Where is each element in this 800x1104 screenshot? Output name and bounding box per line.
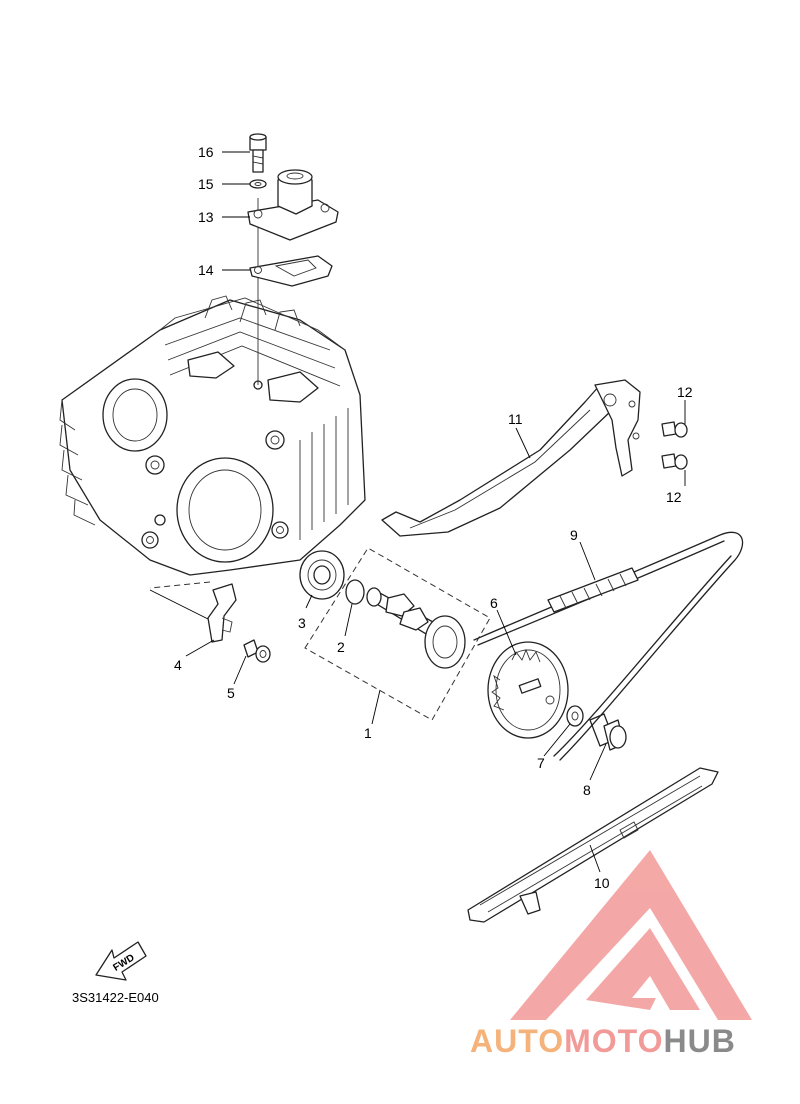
callout-9: 9: [570, 527, 578, 543]
callout-14: 14: [198, 262, 214, 278]
bolt-8: [589, 713, 627, 751]
callout-12-lower: 12: [666, 489, 682, 505]
callout-1: 1: [364, 725, 372, 741]
forward-arrow-icon: FWD: [95, 941, 147, 981]
callout-numbers: 16 15 13 14 11 12 12 9 6 3 2 4 5 1 7 8 1…: [174, 144, 693, 891]
sprocket-6: [487, 641, 569, 739]
callout-2: 2: [337, 639, 345, 655]
washer-7: [566, 705, 584, 727]
callout-5: 5: [227, 685, 235, 701]
o-ring-2: [345, 579, 365, 605]
callout-11: 11: [508, 411, 523, 427]
tensioner-13: [247, 169, 339, 241]
callout-15: 15: [198, 176, 214, 192]
callout-8: 8: [583, 782, 591, 798]
callout-4: 4: [174, 657, 182, 673]
automotohub-logo-triangle: [510, 850, 752, 1020]
bolt-12-upper: [661, 421, 688, 438]
callout-13: 13: [198, 209, 214, 225]
guide-plate-4: [207, 583, 237, 643]
watermark-moto: MOTO: [564, 1023, 663, 1059]
watermark-brand: AUTOMOTOHUB: [470, 1023, 736, 1059]
gasket-14: [249, 255, 333, 287]
automotohub-watermark: AUTOMOTOHUB: [470, 850, 752, 1059]
chain-guide-10: [467, 767, 719, 923]
cylinder-head: [59, 295, 366, 576]
diagram-reference-code: 3S31422-E040: [72, 990, 159, 1005]
watermark-auto: AUTO: [470, 1023, 564, 1059]
watermark-hub: HUB: [663, 1023, 735, 1059]
callout-6: 6: [490, 595, 498, 611]
callout-16: 16: [198, 144, 214, 160]
callout-12-upper: 12: [677, 384, 693, 400]
leader-lines: [185, 151, 686, 873]
callout-7: 7: [537, 755, 545, 771]
camshaft-group-outline: [304, 547, 491, 721]
callout-10: 10: [594, 875, 610, 891]
bolt-5: [243, 639, 271, 663]
cam-chain-9: [473, 531, 744, 761]
tensioner-assembly: [247, 133, 339, 385]
bolt-12-lower: [661, 453, 688, 470]
bearing-3: [299, 550, 345, 600]
guide-group-outline: [149, 581, 211, 589]
callout-3: 3: [298, 615, 306, 631]
camshaft-1: [366, 587, 466, 669]
bolt-16: [249, 133, 267, 173]
tensioner-lever-11: [381, 379, 641, 537]
washer-15: [249, 179, 267, 189]
